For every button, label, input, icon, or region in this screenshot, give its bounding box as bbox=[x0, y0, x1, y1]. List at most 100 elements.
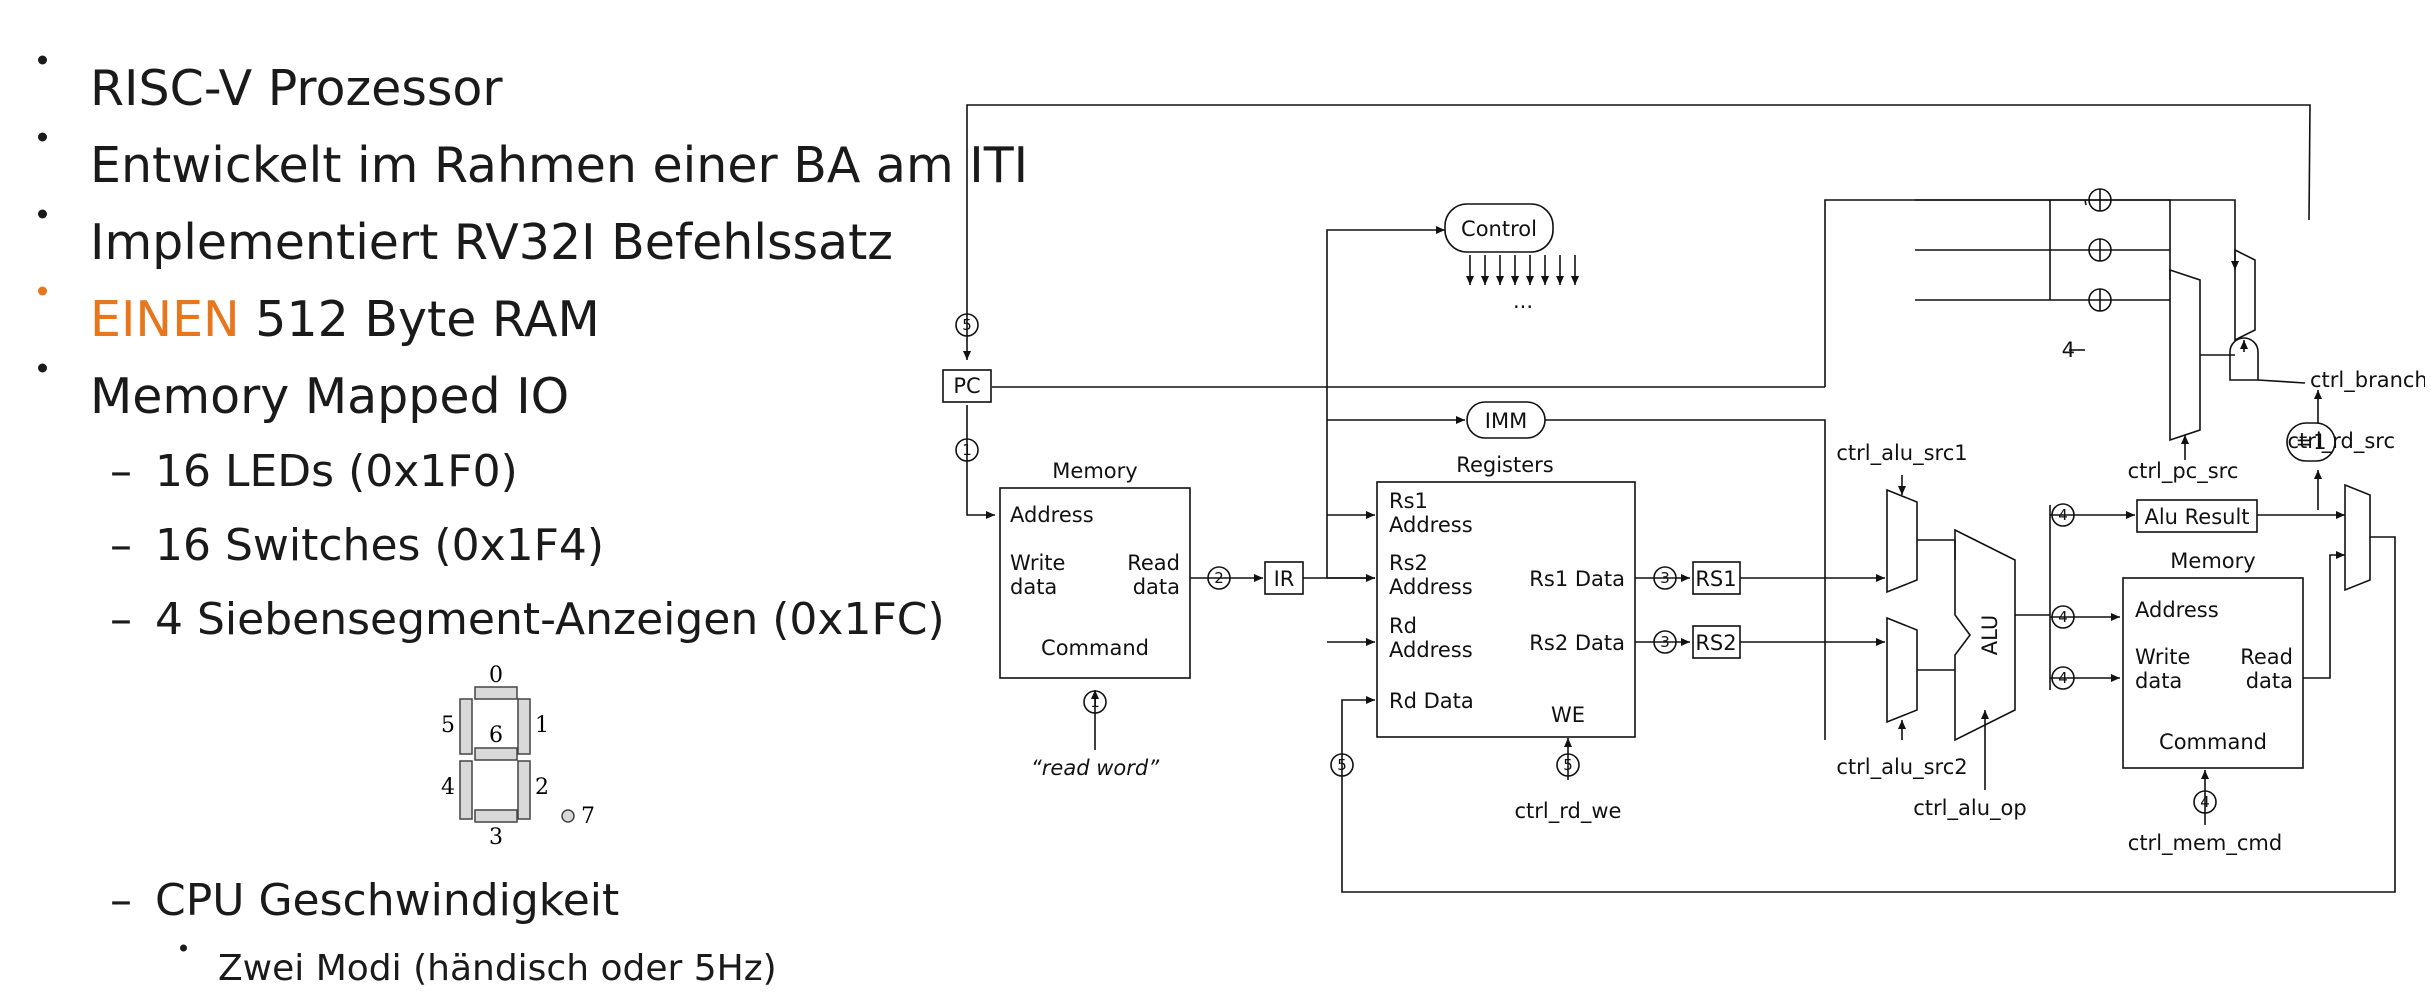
pc-label: PC bbox=[953, 374, 980, 398]
ctrl-rd-src-label: ctrl_rd_src bbox=[2287, 429, 2395, 454]
rs2-register bbox=[1692, 625, 1741, 659]
sub-bullet-dash: – bbox=[110, 520, 132, 571]
stage-label-5: 5 bbox=[962, 316, 972, 334]
rs1-register bbox=[1692, 561, 1741, 595]
seven-segment-illustration: 0 1 2 3 4 5 6 7 bbox=[430, 660, 610, 850]
bullet-text-rest: 512 Byte RAM bbox=[239, 291, 600, 348]
ctrl-branch-wire bbox=[2257, 379, 2306, 384]
sub-bullet-text: 16 LEDs (0x1F0) bbox=[155, 446, 518, 497]
bullet-text: Memory Mapped IO bbox=[90, 368, 570, 425]
sub-bullet-dash: – bbox=[110, 446, 132, 497]
and-gate bbox=[2229, 337, 2259, 381]
pc-register bbox=[942, 369, 992, 403]
registers-rd-data-label: Rd Data bbox=[1389, 689, 1474, 713]
pc-to-memory-wire bbox=[966, 405, 995, 519]
segment-label-2: 2 bbox=[535, 775, 549, 800]
imm-label: IMM bbox=[1485, 409, 1527, 433]
segment-6 bbox=[474, 747, 518, 761]
memory2-write-label: Write bbox=[2135, 645, 2190, 669]
stage-label-4b: 4 bbox=[2058, 608, 2068, 626]
stage-circle-4c bbox=[2051, 666, 2075, 690]
mux1-to-alu-wire bbox=[1917, 539, 1956, 560]
stage-circle-5 bbox=[955, 313, 979, 337]
bullet-dot bbox=[38, 286, 47, 296]
segment-label-6: 6 bbox=[489, 723, 503, 748]
segment-label-4: 4 bbox=[441, 775, 455, 800]
ctrl-alu-op-label: ctrl_alu_op bbox=[1913, 796, 2026, 821]
bullet-text: Entwickelt im Rahmen einer BA am ITI bbox=[90, 137, 1029, 194]
xor-label: =1 bbox=[2296, 430, 2327, 454]
ctrl-branch-label: ctrl_branch bbox=[2310, 368, 2425, 393]
bullet-dot bbox=[38, 209, 47, 219]
xor-block bbox=[2286, 422, 2336, 462]
ctrl-alu-src1-label: ctrl_alu_src1 bbox=[1836, 441, 1967, 466]
registers-rs1-label: Rs1 bbox=[1389, 489, 1428, 513]
registers-rd-label: Rd bbox=[1389, 614, 1417, 638]
adder1-out-wire bbox=[2111, 199, 2171, 280]
memory1-read-data-label: data bbox=[1133, 575, 1180, 599]
memory2-address-label: Address bbox=[2135, 598, 2219, 622]
memory2-command-label: Command bbox=[2159, 730, 2267, 754]
ctrl-alu-src2-label: ctrl_alu_src2 bbox=[1836, 755, 1967, 780]
stage-circle-3 bbox=[1653, 566, 1677, 590]
segment-7-dot bbox=[561, 809, 575, 823]
memory2-read-data-label: data bbox=[2246, 669, 2293, 693]
ctrl-mem-cmd-label: ctrl_mem_cmd bbox=[2128, 831, 2282, 856]
registers-rd-address-label: Address bbox=[1389, 638, 1473, 662]
stage-label-1b: 1 bbox=[1090, 693, 1100, 711]
segment-label-7: 7 bbox=[581, 804, 595, 829]
registers-rs2-data-label: Rs2 Data bbox=[1529, 631, 1625, 655]
branch-mux bbox=[2234, 248, 2256, 342]
alu-result-register bbox=[2136, 499, 2258, 533]
bullet-dot bbox=[180, 944, 187, 952]
pc-to-adder-wire bbox=[1824, 199, 2087, 387]
memory1-command-label: Command bbox=[1041, 636, 1149, 660]
sub-bullet-text: CPU Geschwindigkeit bbox=[155, 875, 620, 926]
stage-label-3b: 3 bbox=[1660, 633, 1670, 651]
ir-register bbox=[1264, 561, 1304, 595]
sub-bullet-text: 4 Siebensegment-Anzeigen (0x1FC) bbox=[155, 594, 945, 645]
memory1-write-label: Write bbox=[1010, 551, 1065, 575]
ctrl-pc-src-label: ctrl_pc_src bbox=[2128, 459, 2239, 484]
bullet-text: EINEN 512 Byte RAM bbox=[90, 291, 600, 348]
memory-read-to-rd-mux-wire bbox=[2303, 551, 2345, 679]
stage-circle-5c bbox=[1330, 753, 1354, 777]
control-dots-label: ... bbox=[1513, 289, 1533, 313]
sub-sub-bullet-text: Zwei Modi (händisch oder 5Hz) bbox=[218, 948, 777, 989]
bullet-dot bbox=[38, 132, 47, 142]
rd-writeback-wire bbox=[1341, 536, 2396, 893]
read-word-label: “read word” bbox=[1031, 756, 1160, 780]
segment-4 bbox=[459, 760, 473, 820]
stage-label-2: 2 bbox=[1214, 569, 1224, 587]
segment-1 bbox=[517, 698, 531, 755]
rs1-label: RS1 bbox=[1695, 567, 1736, 591]
pc-src-mux bbox=[2169, 268, 2201, 442]
stage-label-1: 1 bbox=[962, 441, 972, 459]
segment-0 bbox=[474, 686, 518, 700]
alu-result-label: Alu Result bbox=[2144, 505, 2249, 529]
sub-bullet-dash: – bbox=[110, 594, 132, 645]
rs2-label: RS2 bbox=[1695, 631, 1736, 655]
sub-bullet-dash: – bbox=[110, 875, 132, 926]
stage-label-4c: 4 bbox=[2058, 669, 2068, 687]
bullet-dot bbox=[38, 363, 47, 373]
stage-circle-3b bbox=[1653, 630, 1677, 654]
memory2-read-label: Read bbox=[2240, 645, 2293, 669]
stage-label-4a: 4 bbox=[2058, 506, 2068, 524]
control-label: Control bbox=[1461, 217, 1537, 241]
pc-plus-four-wire bbox=[2125, 199, 2239, 270]
stage-circle-4b bbox=[2051, 605, 2075, 629]
registers-rs2-address-label: Address bbox=[1389, 575, 1473, 599]
memory2-title: Memory bbox=[2170, 549, 2255, 573]
stage-label-5c: 5 bbox=[1337, 756, 1347, 774]
memory1-data-label: data bbox=[1010, 575, 1057, 599]
sub-bullet-text: 16 Switches (0x1F4) bbox=[155, 520, 605, 571]
register-file-block bbox=[1376, 481, 1636, 738]
stage-label-5b: 5 bbox=[1563, 756, 1573, 774]
segment-2 bbox=[517, 760, 531, 820]
memory1-read-label: Read bbox=[1127, 551, 1180, 575]
four-label-adder: 4 bbox=[2062, 338, 2075, 362]
memory1-title: Memory bbox=[1052, 459, 1137, 483]
segment-label-3: 3 bbox=[489, 825, 503, 850]
memory-instruction-block bbox=[999, 487, 1191, 679]
